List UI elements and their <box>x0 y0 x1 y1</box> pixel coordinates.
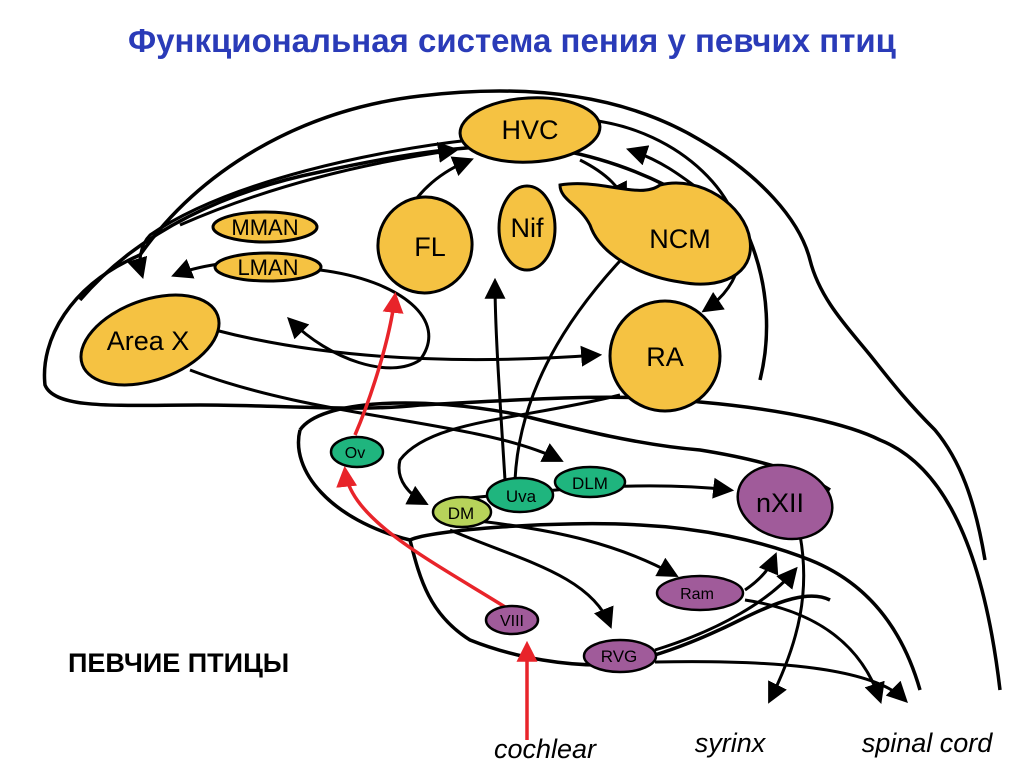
label-fl: FL <box>414 232 446 262</box>
connection-area-x-ra <box>214 328 603 367</box>
label-viii: VIII <box>500 613 524 630</box>
label-lman: LMAN <box>237 255 298 280</box>
label-nif: Nif <box>511 213 544 243</box>
label-uva: Uva <box>506 487 537 506</box>
connection-ov-fl <box>353 291 404 436</box>
label-spinal-cord: spinal cord <box>862 728 994 758</box>
nucleus-nif-shape <box>497 184 557 272</box>
forebrain-nuclei <box>79 96 752 413</box>
connection-ra-dm <box>397 393 621 505</box>
connection-mman-hvc <box>179 141 460 227</box>
nucleus-mman-shape <box>211 210 319 244</box>
connection-nxii-syrinx <box>768 534 806 704</box>
nucleus-ra-shape <box>608 299 722 413</box>
connection-uva-nif <box>484 277 507 481</box>
nucleus-lman-shape <box>213 251 323 283</box>
nucleus-rvg-shape <box>582 638 658 674</box>
nucleus-uva-shape <box>485 476 555 514</box>
connection-ram-spinal-1 <box>744 598 885 704</box>
label-area-x: Area X <box>107 326 190 356</box>
label-dlm: DLM <box>572 474 608 493</box>
connection-hvc-mman <box>127 138 471 280</box>
nucleus-dlm-shape <box>553 465 627 499</box>
brainstem-lower-outline <box>409 521 922 691</box>
connection-uva-hvc <box>513 238 642 481</box>
forebrain-outline <box>42 253 1002 691</box>
connection-ram-nxii <box>744 552 779 592</box>
brainstem-nuclei <box>484 463 834 674</box>
nucleus-nxii-shape <box>736 463 834 541</box>
label-ram: Ram <box>680 586 714 603</box>
output-labels: cochlear syrinx spinal cord <box>494 728 993 764</box>
nucleus-area-x-shape <box>79 293 221 387</box>
nucleus-hvc-shape <box>458 96 602 164</box>
label-cochlear: cochlear <box>494 734 597 764</box>
connection-rvg-spinal-2 <box>654 660 908 703</box>
caption-songbirds: ПЕВЧИЕ ПТИЦЫ <box>68 648 289 678</box>
label-nxii: nXII <box>756 488 804 518</box>
brain-outline <box>42 89 1002 691</box>
connection-rvg-nxii <box>654 566 798 652</box>
connection-dm-ram <box>469 518 679 578</box>
nucleus-viii-shape <box>484 604 540 636</box>
label-ov: Ov <box>345 445 365 462</box>
forebrain-top-outline <box>138 89 987 561</box>
nucleus-labels: HVC Nif NCM FL MMAN LMAN Area X RA Ov Uv… <box>107 115 804 666</box>
label-hvc: HVC <box>501 115 558 145</box>
connection-viii-ov <box>336 465 511 612</box>
nucleus-ov-shape <box>329 435 385 469</box>
nucleus-ram-shape <box>655 574 745 612</box>
connection-dm-rvg <box>449 528 614 629</box>
connection-area-x-dlm <box>189 368 564 462</box>
brainstem-outline <box>296 429 831 667</box>
thalamic-nuclei <box>329 435 627 529</box>
nucleus-dm-shape <box>431 495 493 529</box>
label-mman: MMAN <box>231 215 298 240</box>
auditory-pathway <box>336 291 538 740</box>
label-rvg: RVG <box>601 647 638 666</box>
nucleus-ncm-shape <box>558 181 752 286</box>
diagram-title: Функциональная система пения у певчих пт… <box>128 22 896 59</box>
label-ncm: NCM <box>649 224 711 254</box>
label-syrinx: syrinx <box>695 728 767 758</box>
nucleus-fl-shape <box>376 195 474 295</box>
label-dm: DM <box>448 504 474 523</box>
label-ra: RA <box>646 342 684 372</box>
